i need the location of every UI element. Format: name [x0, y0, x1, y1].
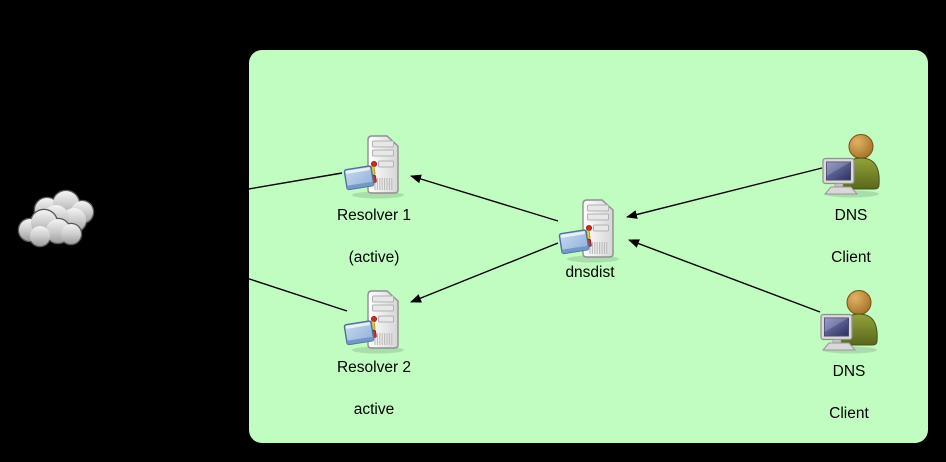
edge-client1-dnsdist: [626, 167, 823, 219]
edge-client2-dnsdist: [628, 239, 821, 313]
client2-user-computer-icon: [820, 289, 878, 355]
client2-label: DNS Client: [829, 363, 869, 422]
resolver2-server-icon: [343, 290, 405, 355]
resolver1-label: Resolver 1 (active): [336, 207, 412, 266]
resolver2-label: Resolver 2 active: [336, 359, 412, 418]
edge-resolver1-cloud: [96, 172, 343, 216]
edge-dnsdist-resolver1: [410, 174, 559, 222]
dnsdist-label: dnsdist: [565, 264, 615, 281]
dnsdist-server-icon: [558, 199, 620, 264]
cloud-icon: [17, 189, 95, 248]
client1-label: DNS Client: [831, 207, 871, 266]
client1-user-computer-icon: [822, 133, 880, 199]
edge-dnsdist-resolver2: [410, 242, 559, 303]
edge-resolver2-cloud: [96, 228, 348, 312]
resolver1-server-icon: [343, 135, 405, 200]
